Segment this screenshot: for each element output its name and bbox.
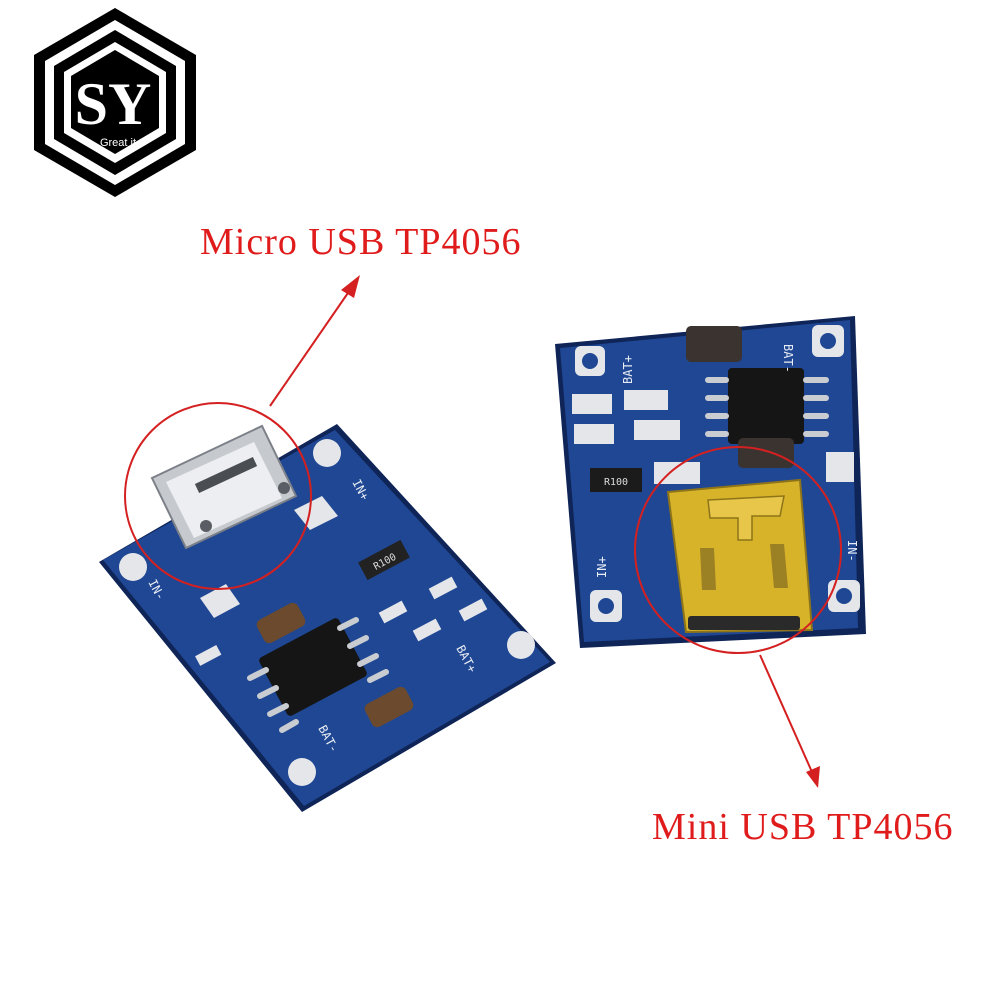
right-resistor-label: R100 bbox=[604, 477, 628, 488]
logo-letters: SY bbox=[75, 71, 152, 137]
logo-tagline: Great it bbox=[100, 137, 136, 149]
micro-arrow-line bbox=[269, 289, 351, 407]
micro-arrow-head bbox=[341, 275, 360, 298]
micro-usb-caption: Micro USB TP4056 bbox=[200, 221, 522, 263]
mini-usb-connector bbox=[666, 478, 814, 634]
right-charger-ic bbox=[705, 368, 829, 444]
micro-usb-connector bbox=[150, 424, 298, 550]
left-charger-ic bbox=[247, 617, 389, 733]
mini-usb-caption: Mini USB TP4056 bbox=[652, 806, 954, 848]
right-bat-plus: BAT+ bbox=[621, 355, 635, 384]
right-in-minus: IN- bbox=[845, 540, 859, 562]
mini-usb-highlight-circle bbox=[634, 446, 842, 654]
right-bat-minus: BAT- bbox=[781, 344, 795, 373]
mini-arrow-line bbox=[759, 654, 813, 773]
micro-usb-highlight-circle bbox=[124, 402, 312, 590]
mini-arrow-head bbox=[806, 766, 820, 788]
right-in-plus: IN+ bbox=[595, 556, 609, 578]
